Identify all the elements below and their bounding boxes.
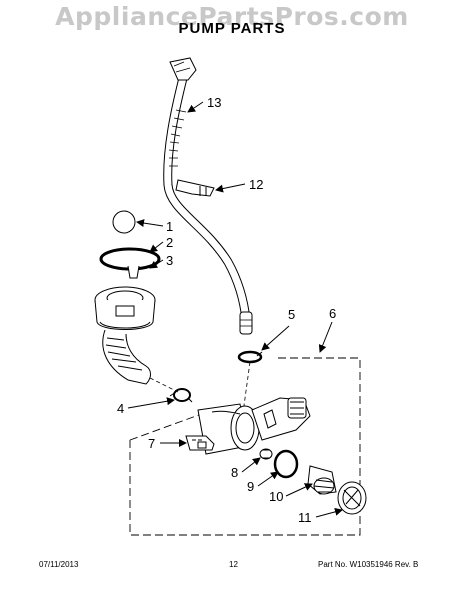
footer-page-number: 12 [229, 560, 238, 569]
footer-date: 07/11/2013 [39, 560, 79, 569]
pump-filter [307, 465, 337, 495]
callout-10: 10 [269, 489, 283, 504]
callout-13: 13 [207, 95, 221, 110]
callout-11: 11 [298, 510, 312, 525]
assembly-leaders [149, 361, 251, 421]
callout-7: 7 [148, 436, 155, 451]
filter-disc [112, 210, 136, 234]
ring-clamp [99, 247, 161, 279]
pump-cap [337, 481, 367, 515]
callout-arrows [127, 101, 343, 518]
footer-part-number: Part No. W10351946 Rev. B [318, 560, 419, 569]
watermark: AppliancePartsPros.com [55, 2, 409, 31]
page-title: PUMP PARTS [178, 20, 286, 37]
drain-pump [197, 397, 311, 455]
callout-4: 4 [117, 401, 124, 416]
callout-1: 1 [166, 219, 173, 234]
drain-hose [163, 57, 253, 335]
callout-6: 6 [329, 306, 336, 321]
pump-seal [259, 448, 273, 460]
callout-8: 8 [231, 465, 238, 480]
callout-5: 5 [288, 307, 295, 322]
callout-9: 9 [247, 479, 254, 494]
hose-clamp [175, 179, 215, 197]
gasket-ring [273, 449, 299, 479]
callout-12: 12 [249, 177, 263, 192]
pump-bracket [185, 435, 215, 451]
pump-bellows [94, 286, 156, 385]
callout-2: 2 [166, 235, 173, 250]
callout-3: 3 [166, 253, 173, 268]
hose-end-clamp [237, 350, 263, 364]
